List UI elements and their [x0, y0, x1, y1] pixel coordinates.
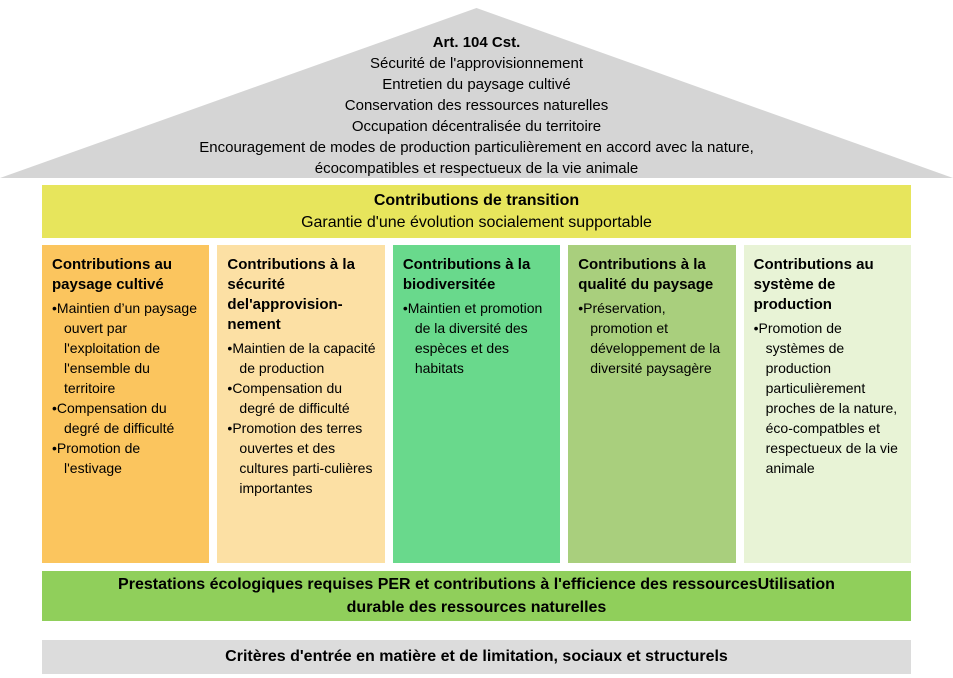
transition-bar-subtitle: Garantie d'une évolution socialement sup…	[301, 214, 652, 231]
roof-title: Art. 104 Cst.	[432, 34, 521, 51]
per-bar: Prestations écologiques requises PER et …	[42, 571, 911, 621]
column-securite-approvisionnement: Contributions à la sécurité del'approvis…	[217, 245, 385, 563]
bullet-item: Maintien et promotion de la diversité de…	[403, 298, 551, 378]
roof-line: Conservation des ressources naturelles	[344, 97, 609, 114]
bullet-item: Maintien de la capacité de production	[227, 338, 375, 378]
column-systeme-production: Contributions au système de production P…	[743, 245, 912, 563]
bullet-item: Promotion de systèmes de production part…	[754, 318, 902, 478]
criteria-bar: Critères d'entrée en matière et de limit…	[42, 640, 911, 674]
transition-bar-title: Contributions de transition	[373, 192, 580, 209]
bullet-item: Préservation, promotion et développement…	[578, 298, 726, 378]
roof-line: Occupation décentralisée du territoire	[351, 118, 602, 135]
roof-line: Sécurité de l'approvisionnement	[370, 55, 583, 72]
column-title: Contributions au paysage cultivé	[52, 256, 172, 293]
transition-contributions-bar: Contributions de transition Garantie d'u…	[42, 185, 911, 238]
bullet-item: Promotion des terres ouvertes et des cul…	[227, 418, 375, 498]
contribution-columns: Contributions au paysage cultivé Maintie…	[42, 245, 912, 563]
bullet-item: Promotion de l'estivage	[52, 438, 200, 478]
bullet-item: Compensation du degré de difficulté	[227, 378, 375, 418]
column-paysage-cultive: Contributions au paysage cultivé Maintie…	[42, 245, 210, 563]
column-qualite-paysage: Contributions à la qualité du paysage Pr…	[568, 245, 736, 563]
bullet-item: Compensation du degré de difficulté	[52, 398, 200, 438]
bullet-item: Maintien d’un paysage ouvert par l'explo…	[52, 298, 200, 398]
roof-line: Encouragement de modes de production par…	[199, 139, 754, 156]
column-title: Contributions à la qualité du paysage	[578, 256, 714, 293]
per-bar-text: Prestations écologiques requises PER et …	[118, 576, 835, 616]
column-biodiversite: Contributions à la biodiversitée Maintie…	[392, 245, 561, 563]
roof-line: écocompatibles et respectueux de la vie …	[314, 160, 639, 177]
roof-line: Entretien du paysage cultivé	[382, 76, 571, 93]
column-title: Contributions au système de production	[753, 256, 874, 313]
column-title: Contributions à la sécurité del'approvis…	[227, 256, 355, 333]
criteria-bar-text: Critères d'entrée en matière et de limit…	[225, 648, 728, 665]
column-title: Contributions à la biodiversitée	[402, 256, 531, 293]
roof-triangle: Art. 104 Cst. Sécurité de l'approvisionn…	[0, 8, 953, 178]
